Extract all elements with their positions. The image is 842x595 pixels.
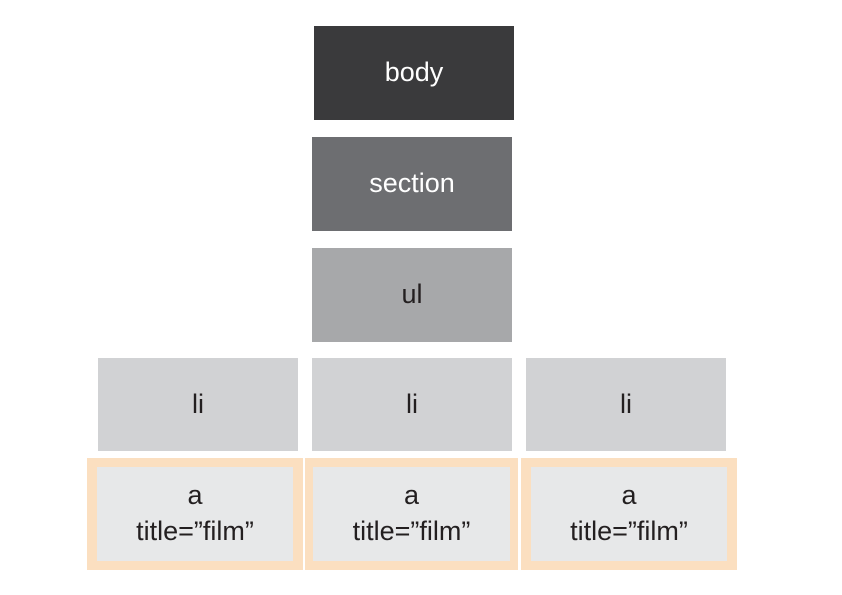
anchor-node: a title=”film” bbox=[97, 467, 293, 561]
li-node-label: li bbox=[406, 388, 418, 419]
body-node-label: body bbox=[384, 57, 444, 88]
ul-node-label: ul bbox=[401, 279, 423, 310]
anchor-highlight: a title=”film” bbox=[305, 458, 518, 570]
li-node: li bbox=[312, 358, 512, 451]
anchor-tag-label: a bbox=[621, 480, 637, 511]
anchor-highlight: a title=”film” bbox=[87, 458, 303, 570]
anchor-tag-label: a bbox=[187, 480, 203, 511]
li-node: li bbox=[98, 358, 298, 451]
anchor-tag-label: a bbox=[403, 480, 420, 511]
li-node-label: li bbox=[620, 388, 632, 419]
body-node: body bbox=[314, 26, 514, 120]
anchor-node: a title=”film” bbox=[531, 467, 727, 561]
anchor-attribute-label: title=”film” bbox=[352, 516, 471, 546]
ul-node: ul bbox=[312, 248, 512, 342]
section-node: section bbox=[312, 137, 512, 231]
anchor-attribute-label: title=”film” bbox=[570, 516, 688, 546]
anchor-node: a title=”film” bbox=[313, 467, 510, 561]
anchor-attribute-label: title=”film” bbox=[136, 516, 254, 546]
anchor-highlight: a title=”film” bbox=[521, 458, 737, 570]
li-node: li bbox=[526, 358, 726, 451]
section-node-label: section bbox=[369, 168, 455, 199]
li-node-label: li bbox=[192, 388, 204, 419]
